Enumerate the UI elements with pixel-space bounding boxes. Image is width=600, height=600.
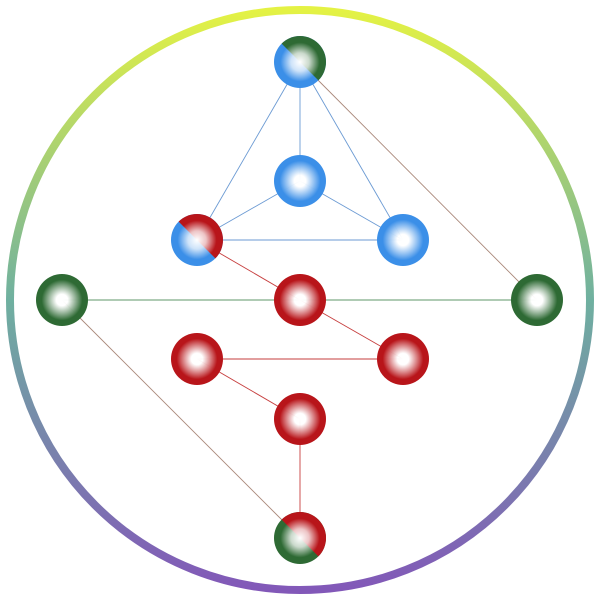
node-n5 bbox=[36, 274, 88, 326]
node-n3 bbox=[171, 214, 223, 266]
node-n8 bbox=[171, 333, 223, 385]
node-n7 bbox=[511, 274, 563, 326]
node-n6 bbox=[274, 274, 326, 326]
outer-ring bbox=[6, 6, 594, 594]
node-n1 bbox=[274, 36, 326, 88]
edge-n5-n11 bbox=[61, 299, 301, 539]
node-n4 bbox=[377, 214, 429, 266]
edge-n1-n3 bbox=[196, 61, 301, 241]
node-n2 bbox=[274, 155, 326, 207]
edge-n1-n7 bbox=[299, 61, 538, 301]
edge-n1-n4 bbox=[299, 61, 404, 241]
node-n11 bbox=[274, 512, 326, 564]
node-n9 bbox=[377, 333, 429, 385]
node-n10 bbox=[274, 393, 326, 445]
nodes-layer bbox=[36, 36, 563, 564]
